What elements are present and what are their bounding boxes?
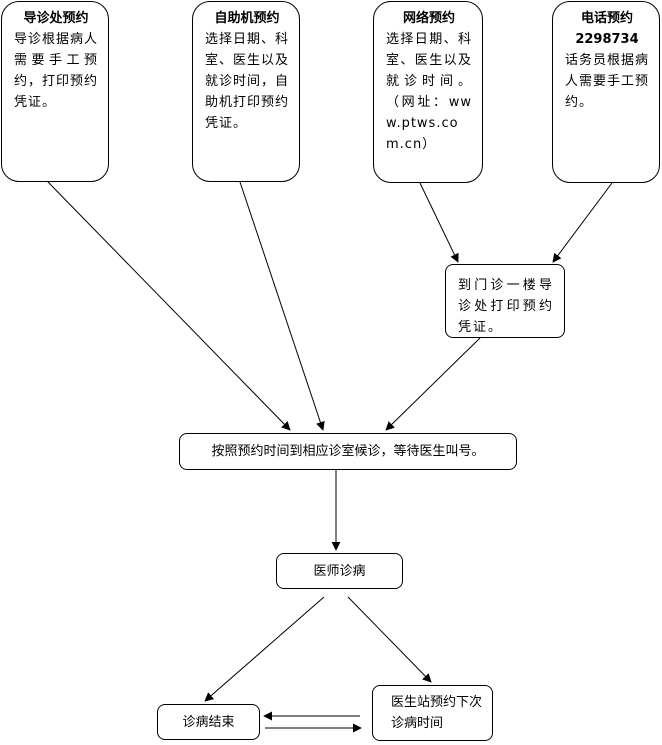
guide-desk-text: 导诊根据病人需要手工预约，打印预约凭证。 (14, 32, 99, 110)
phone-number: 2298734 (575, 32, 639, 47)
phone-text: 话务员根据病人需要手工预约。 (565, 53, 650, 110)
self-service-title: 自助机预约 (214, 11, 280, 26)
phone-appointment-box: 电话预约 2298734 话务员根据病人需要手工预约。 (552, 1, 660, 183)
arrow-phone-to-print (552, 182, 613, 263)
online-title: 网络预约 (402, 11, 455, 26)
diagnosis-end-text: 诊病结束 (182, 714, 235, 730)
guide-desk-title: 导诊处预约 (23, 11, 89, 26)
next-appointment-text: 医生站预约下次诊病时间 (391, 695, 483, 731)
phone-title: 电话预约 (580, 11, 633, 26)
arrow-print-to-wait (385, 337, 481, 431)
guide-desk-appointment-box: 导诊处预约 导诊根据病人需要手工预约，打印预约凭证。 (1, 1, 109, 182)
doctor-diagnosis-text: 医师诊病 (313, 563, 366, 579)
print-voucher-box: 到门诊一楼导诊处打印预约凭证。 (445, 264, 565, 338)
arrow-doctor-to-end (204, 596, 325, 702)
self-service-appointment-box: 自助机预约 选择日期、科室、医生以及就诊时间，自助机打印预约凭证。 (192, 1, 300, 182)
doctor-diagnosis-box: 医师诊病 (276, 553, 403, 589)
wait-for-call-text: 按照预约时间到相应诊室候诊，等待医生叫号。 (211, 444, 485, 459)
online-appointment-box: 网络预约 选择日期、科室、医生以及就诊时间。（网址：www.ptws.com.c… (373, 1, 483, 183)
online-text: 选择日期、科室、医生以及就诊时间。（网址：www.ptws.com.cn） (386, 32, 472, 152)
self-service-text: 选择日期、科室、医生以及就诊时间，自助机打印预约凭证。 (205, 32, 290, 131)
arrow-doctor-to-next (347, 596, 432, 683)
wait-for-call-box: 按照预约时间到相应诊室候诊，等待医生叫号。 (179, 433, 517, 470)
diagnosis-end-box: 诊病结束 (157, 704, 260, 740)
next-appointment-box: 医生站预约下次诊病时间 (372, 685, 493, 741)
arrow-online-to-print (419, 182, 459, 263)
arrow-self-to-wait (239, 181, 325, 431)
arrow-guide-to-wait (47, 181, 291, 431)
print-voucher-text: 到门诊一楼导诊处打印预约凭证。 (458, 278, 554, 335)
